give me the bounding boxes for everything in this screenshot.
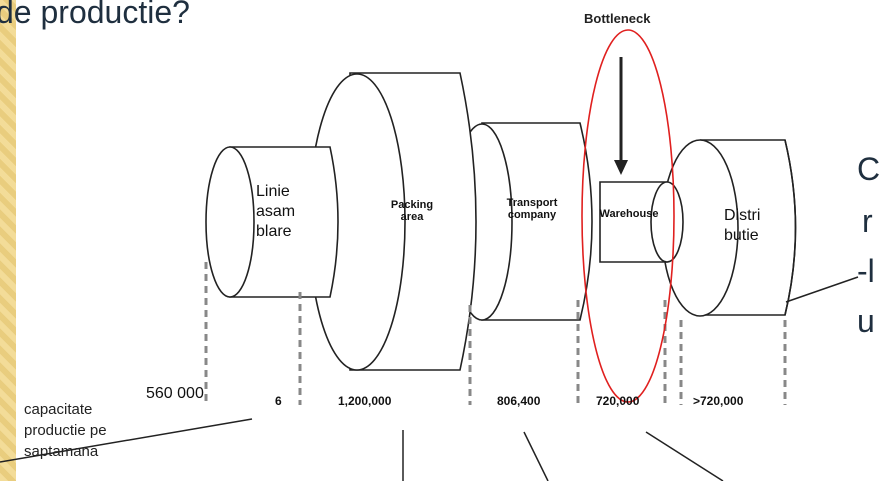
side-text-line-3: -l — [857, 253, 875, 290]
stage-warehouse-label: Warehouse — [588, 208, 670, 220]
side-text-line-2: r — [862, 203, 873, 240]
distribution-capacity: >720,000 — [693, 394, 743, 408]
stage-packing-label: Packing area — [382, 199, 442, 223]
bottleneck-arrow — [614, 57, 628, 175]
warehouse-capacity: 720,000 — [596, 394, 639, 408]
transport-capacity: 806,400 — [497, 394, 540, 408]
stage-distribution-label: Distri butie — [724, 206, 760, 246]
bottleneck-label: Bottleneck — [584, 11, 650, 26]
capacity-label: capacitate productie pe saptamana — [24, 399, 174, 462]
warehouse-cylinder — [600, 182, 683, 262]
side-text-line-1: C — [857, 151, 880, 188]
stage-transport-label: Transport company — [490, 197, 574, 221]
assembly-capacity-cut: 6 — [275, 394, 282, 408]
stage-assembly-label: Linie asam blare — [256, 182, 295, 242]
side-text-line-4: u — [857, 303, 875, 340]
packing-capacity: 1,200,000 — [338, 394, 391, 408]
